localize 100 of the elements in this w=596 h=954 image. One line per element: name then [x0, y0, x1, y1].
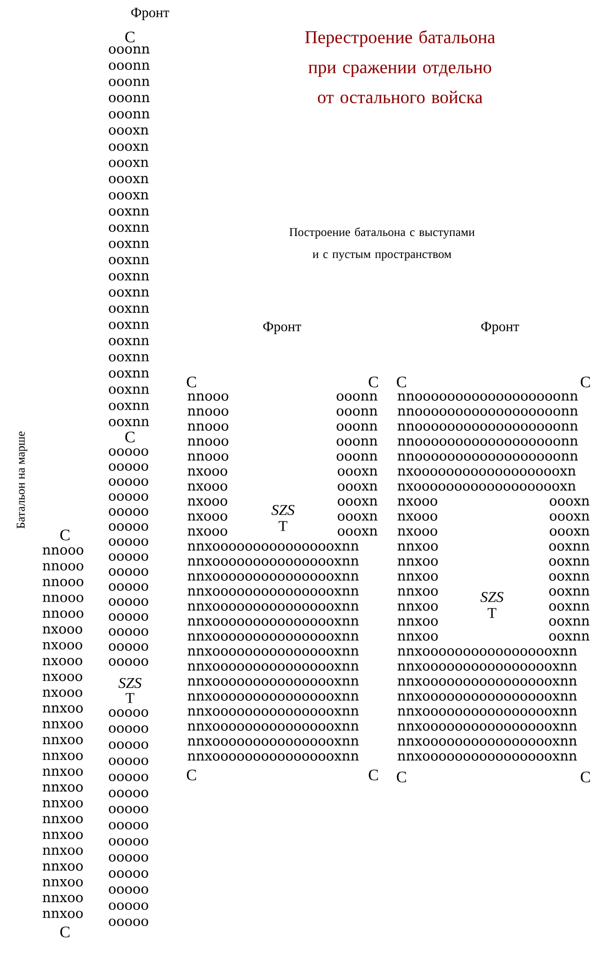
formation-row: ooooo	[108, 523, 148, 531]
formation-row: nxooo	[398, 498, 438, 506]
formation-row: oooxn	[108, 192, 149, 200]
formation-row: ooxnn	[108, 256, 150, 264]
rank-letter: C	[580, 376, 590, 388]
officer-symbol: T	[126, 693, 134, 703]
formation-row: nnxoooooooooooooooxnn	[188, 558, 359, 566]
formation-row: oooxn	[108, 160, 149, 168]
formation-row: nnxooooooooooooooooxnn	[398, 678, 577, 686]
formation-row: ooonn	[108, 111, 150, 118]
formation-row: ooxnn	[108, 322, 150, 330]
formation-row: nxooo	[188, 498, 228, 506]
formation-row: ooonn	[108, 94, 150, 102]
formation-row: oooxn	[550, 498, 590, 506]
formation-row: ooxnn	[108, 289, 150, 297]
formation-row: nxooo	[42, 674, 82, 682]
formation-row: ooxnn	[108, 273, 150, 280]
formation-row: nxooo	[188, 483, 228, 491]
formation-row: nnooo	[188, 393, 228, 401]
formation-row: nxooo	[42, 690, 82, 697]
formation-row: nnxoo	[398, 588, 438, 596]
formation-row: nnxooooooooooooooooxnn	[398, 753, 577, 761]
formation-row: nnxooooooooooooooooxnn	[398, 708, 577, 716]
front-label: Фронт	[481, 322, 520, 334]
formation-row: nnooo	[188, 438, 228, 446]
formation-row: nnxoooooooooooooooxnn	[188, 588, 359, 596]
formation-row: ooooo	[108, 806, 148, 814]
formation-row: oooxn	[108, 176, 149, 184]
front-label: Фронт	[263, 322, 302, 334]
formation-row: nnooo	[42, 610, 84, 618]
formation-row: nnoooooooooooooooooonn	[398, 453, 578, 461]
formation-row: nxooo	[42, 642, 82, 650]
formation-row: ooooo	[108, 613, 148, 621]
formation-row: nxooo	[188, 513, 228, 521]
formation-row: ooonn	[108, 46, 150, 54]
formation-row: ooooo	[108, 538, 148, 546]
formation-row: ooxnn	[108, 386, 150, 394]
formation-row: nnxoooooooooooooooxnn	[188, 603, 359, 611]
formation-row: nnxooooooooooooooooxnn	[398, 723, 577, 731]
formation-row: nnxoooooooooooooooxnn	[188, 663, 359, 671]
formation-row: nnxoo	[42, 863, 83, 871]
formation-row: ooooo	[108, 658, 148, 666]
formation-row: nnxoo	[398, 543, 438, 551]
formation-row: nnxooooooooooooooooxnn	[398, 663, 577, 671]
officer-symbol: SZS	[272, 504, 294, 516]
formation-row: nxooo	[42, 658, 82, 666]
formation-row: ooxnn	[108, 418, 150, 426]
formation-row: nnxoo	[42, 800, 83, 808]
formation-row: nnxooooooooooooooooxnn	[398, 693, 577, 701]
officer-symbol: T	[278, 521, 288, 531]
formation-row: nnoooooooooooooooooonn	[398, 393, 578, 401]
formation-row: ooooo	[108, 508, 148, 516]
formation-row: oooxn	[338, 468, 378, 476]
formation-row: nnxoooooooooooooooxnn	[188, 693, 359, 701]
formation-row: ooxnn	[549, 603, 590, 611]
formation-row: ooooo	[108, 790, 148, 798]
formation-row: nnooo	[188, 423, 228, 431]
rank-letter: C	[368, 770, 378, 780]
formation-row: nnxoooooooooooooooxnn	[188, 648, 359, 656]
formation-row: nnxoo	[42, 894, 83, 902]
formation-row: nnoooooooooooooooooonn	[398, 408, 578, 416]
formation-row: ooooo	[108, 643, 148, 651]
formation-row: nnxoo	[42, 721, 83, 728]
formation-row: nnxoo	[398, 618, 438, 626]
formation-row: ooooo	[108, 870, 148, 878]
formation-row: nnooo	[188, 453, 228, 461]
formation-row: nnxoooooooooooooooxnn	[188, 618, 359, 626]
diagram-title: Перестроение батальона при сражении отдельно от остального войска	[305, 30, 496, 104]
formation-row: ooooo	[108, 448, 148, 456]
formation-row: ooooo	[108, 463, 148, 471]
formation-row: ooxnn	[549, 618, 590, 626]
formation-row: nxooooooooooooooooooxn	[398, 483, 576, 491]
formation-row: ooonn	[336, 423, 378, 431]
formation-row: nnxoo	[42, 848, 83, 855]
formation-row: nnxoo	[42, 879, 83, 886]
formation-row: ooooo	[108, 854, 148, 862]
formation-row: ooonn	[336, 453, 378, 461]
officer-symbol: T	[488, 608, 496, 618]
formation-row: ooxnn	[549, 558, 590, 566]
formation-row: ooxnn	[108, 208, 150, 216]
formation-row: oooxn	[338, 528, 378, 536]
formation-row: nnxoo	[42, 768, 83, 776]
formation-row: ooxnn	[108, 338, 150, 346]
rank-letter: C	[580, 772, 590, 782]
formation-row: oooxn	[338, 498, 378, 506]
formation-row: ooxnn	[108, 370, 150, 378]
formation-row: ooooo	[108, 553, 148, 561]
formation-row: ooooo	[108, 628, 148, 636]
rank-letter: C	[186, 770, 196, 780]
rank-letter: C	[396, 772, 406, 782]
formation-row: nnxoo	[42, 784, 83, 792]
rank-letter: C	[186, 376, 196, 388]
formation-row: ooooo	[108, 598, 148, 606]
officer-symbol: SZS	[480, 592, 504, 602]
formation-row: ooooo	[108, 478, 148, 486]
formation-row: nnxoo	[42, 752, 83, 760]
formation-row: nnxooooooooooooooooxnn	[398, 648, 577, 656]
formation-row: nnooo	[42, 547, 84, 555]
formation-row: nnoooooooooooooooooonn	[398, 423, 578, 431]
formation-row: ooxnn	[108, 354, 150, 362]
